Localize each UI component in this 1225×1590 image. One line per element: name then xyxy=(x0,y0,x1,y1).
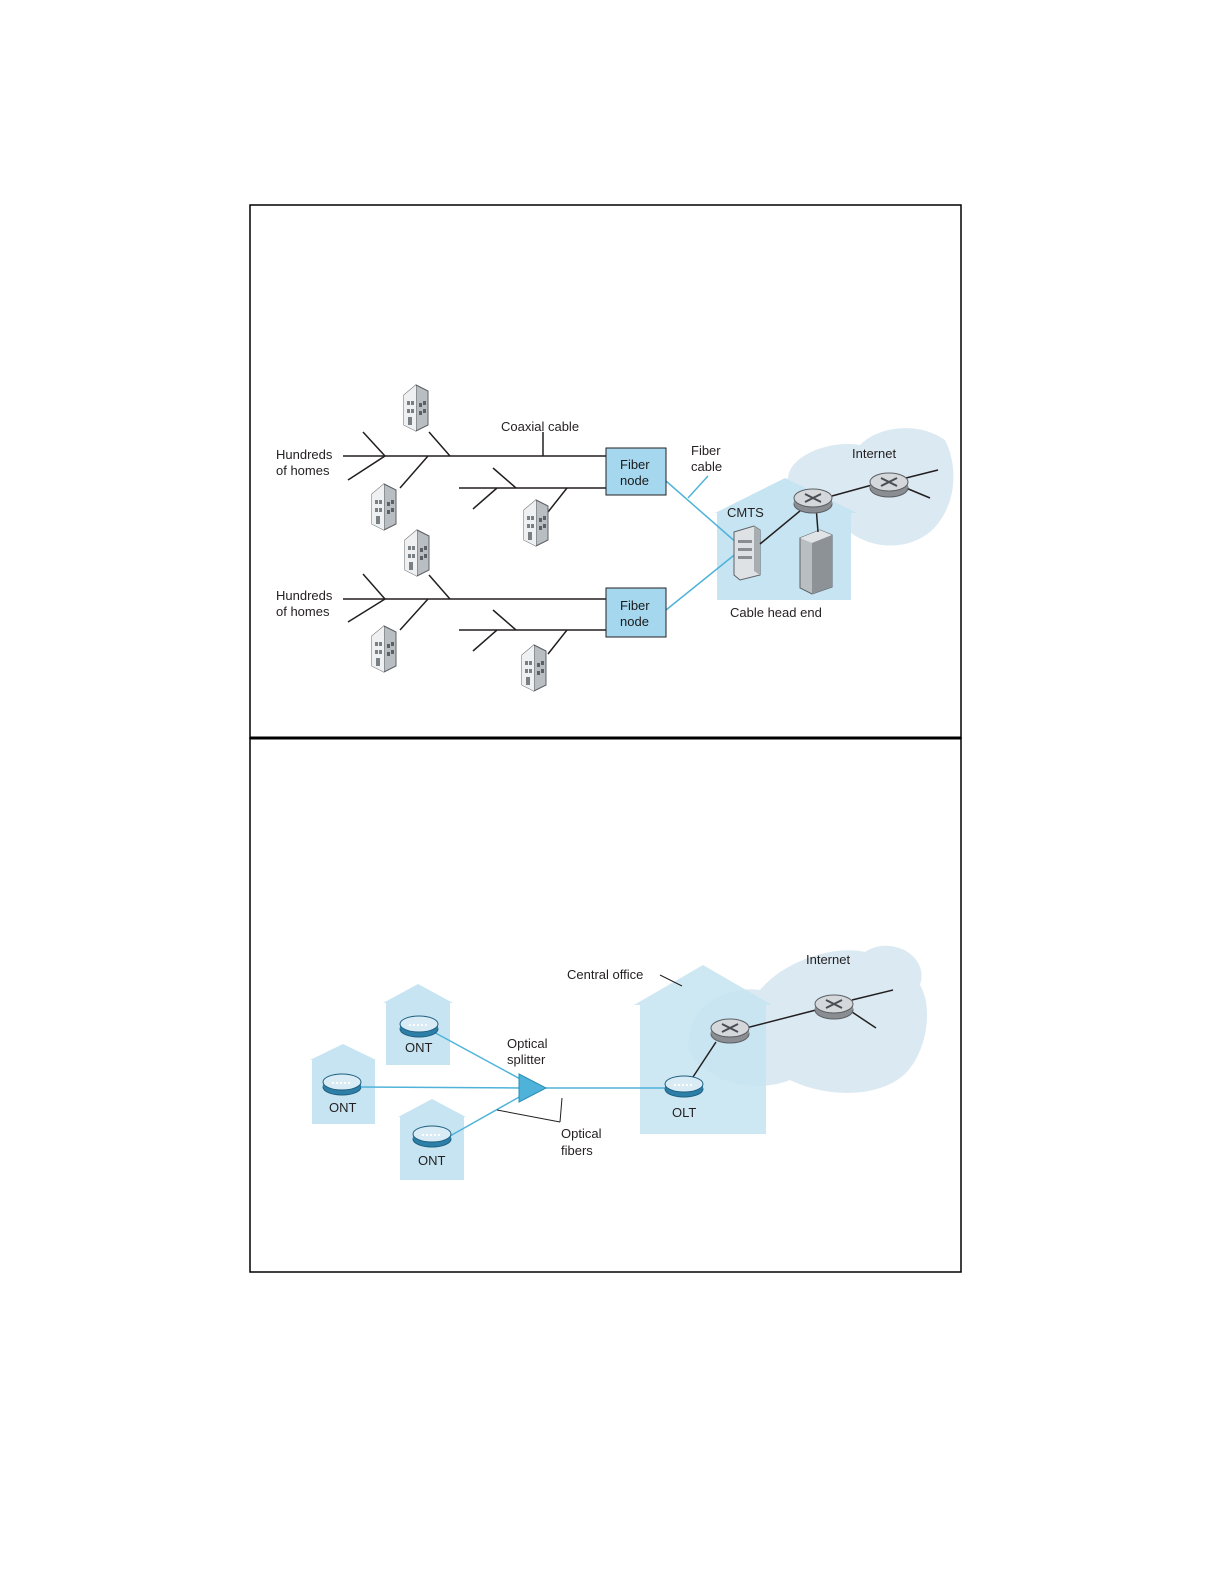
ont-label-left: ONT xyxy=(329,1100,357,1115)
optical-splitter-label: Optical xyxy=(507,1036,548,1051)
fiber-node-bottom-label: Fiber xyxy=(620,598,650,613)
house-icon xyxy=(405,530,429,576)
fiber-network-diagram: Central office Internet Optical splitter… xyxy=(310,946,927,1180)
router-icon xyxy=(794,489,832,513)
fiber-node-top-label: Fiber xyxy=(620,457,650,472)
hundreds-homes-label-bottom-line2: of homes xyxy=(276,604,330,619)
server-icon xyxy=(800,530,832,594)
olt-label: OLT xyxy=(672,1105,696,1120)
fiber-node-bottom-label-line2: node xyxy=(620,614,649,629)
house-icon xyxy=(372,484,396,530)
fiber-cable-label-line2: cable xyxy=(691,459,722,474)
internet-label-top: Internet xyxy=(852,446,896,461)
router-icon xyxy=(711,1019,749,1043)
cable-head-end-label: Cable head end xyxy=(730,605,822,620)
router-icon xyxy=(870,473,908,497)
coaxial-cable-label: Coaxial cable xyxy=(501,419,579,434)
splitter-icon xyxy=(519,1074,546,1102)
optical-splitter-label-line2: splitter xyxy=(507,1052,546,1067)
router-icon xyxy=(815,995,853,1019)
hundreds-homes-label-top-line2: of homes xyxy=(276,463,330,478)
cmts-label: CMTS xyxy=(727,505,764,520)
cmts-rack-icon xyxy=(734,526,760,580)
house-icon xyxy=(522,645,546,691)
modem-icon xyxy=(400,1016,438,1037)
house-icon xyxy=(372,626,396,672)
internet-label-bottom: Internet xyxy=(806,952,850,967)
hundreds-homes-label-bottom: Hundreds xyxy=(276,588,333,603)
ont-label-bottom: ONT xyxy=(418,1153,446,1168)
modem-icon xyxy=(665,1076,703,1097)
optical-fibers-label: Optical xyxy=(561,1126,602,1141)
cable-network-diagram: Hundreds of homes Hundreds of homes Coax… xyxy=(276,385,953,691)
house-icon xyxy=(524,500,548,546)
house-icon xyxy=(404,385,428,431)
central-office-label: Central office xyxy=(567,967,643,982)
modem-icon xyxy=(323,1074,361,1095)
fiber-cable-label: Fiber xyxy=(691,443,721,458)
fiber-node-top-label-line2: node xyxy=(620,473,649,488)
optical-fibers-label-line2: fibers xyxy=(561,1143,593,1158)
hundreds-homes-label-top: Hundreds xyxy=(276,447,333,462)
modem-icon xyxy=(413,1126,451,1147)
ont-label-top: ONT xyxy=(405,1040,433,1055)
